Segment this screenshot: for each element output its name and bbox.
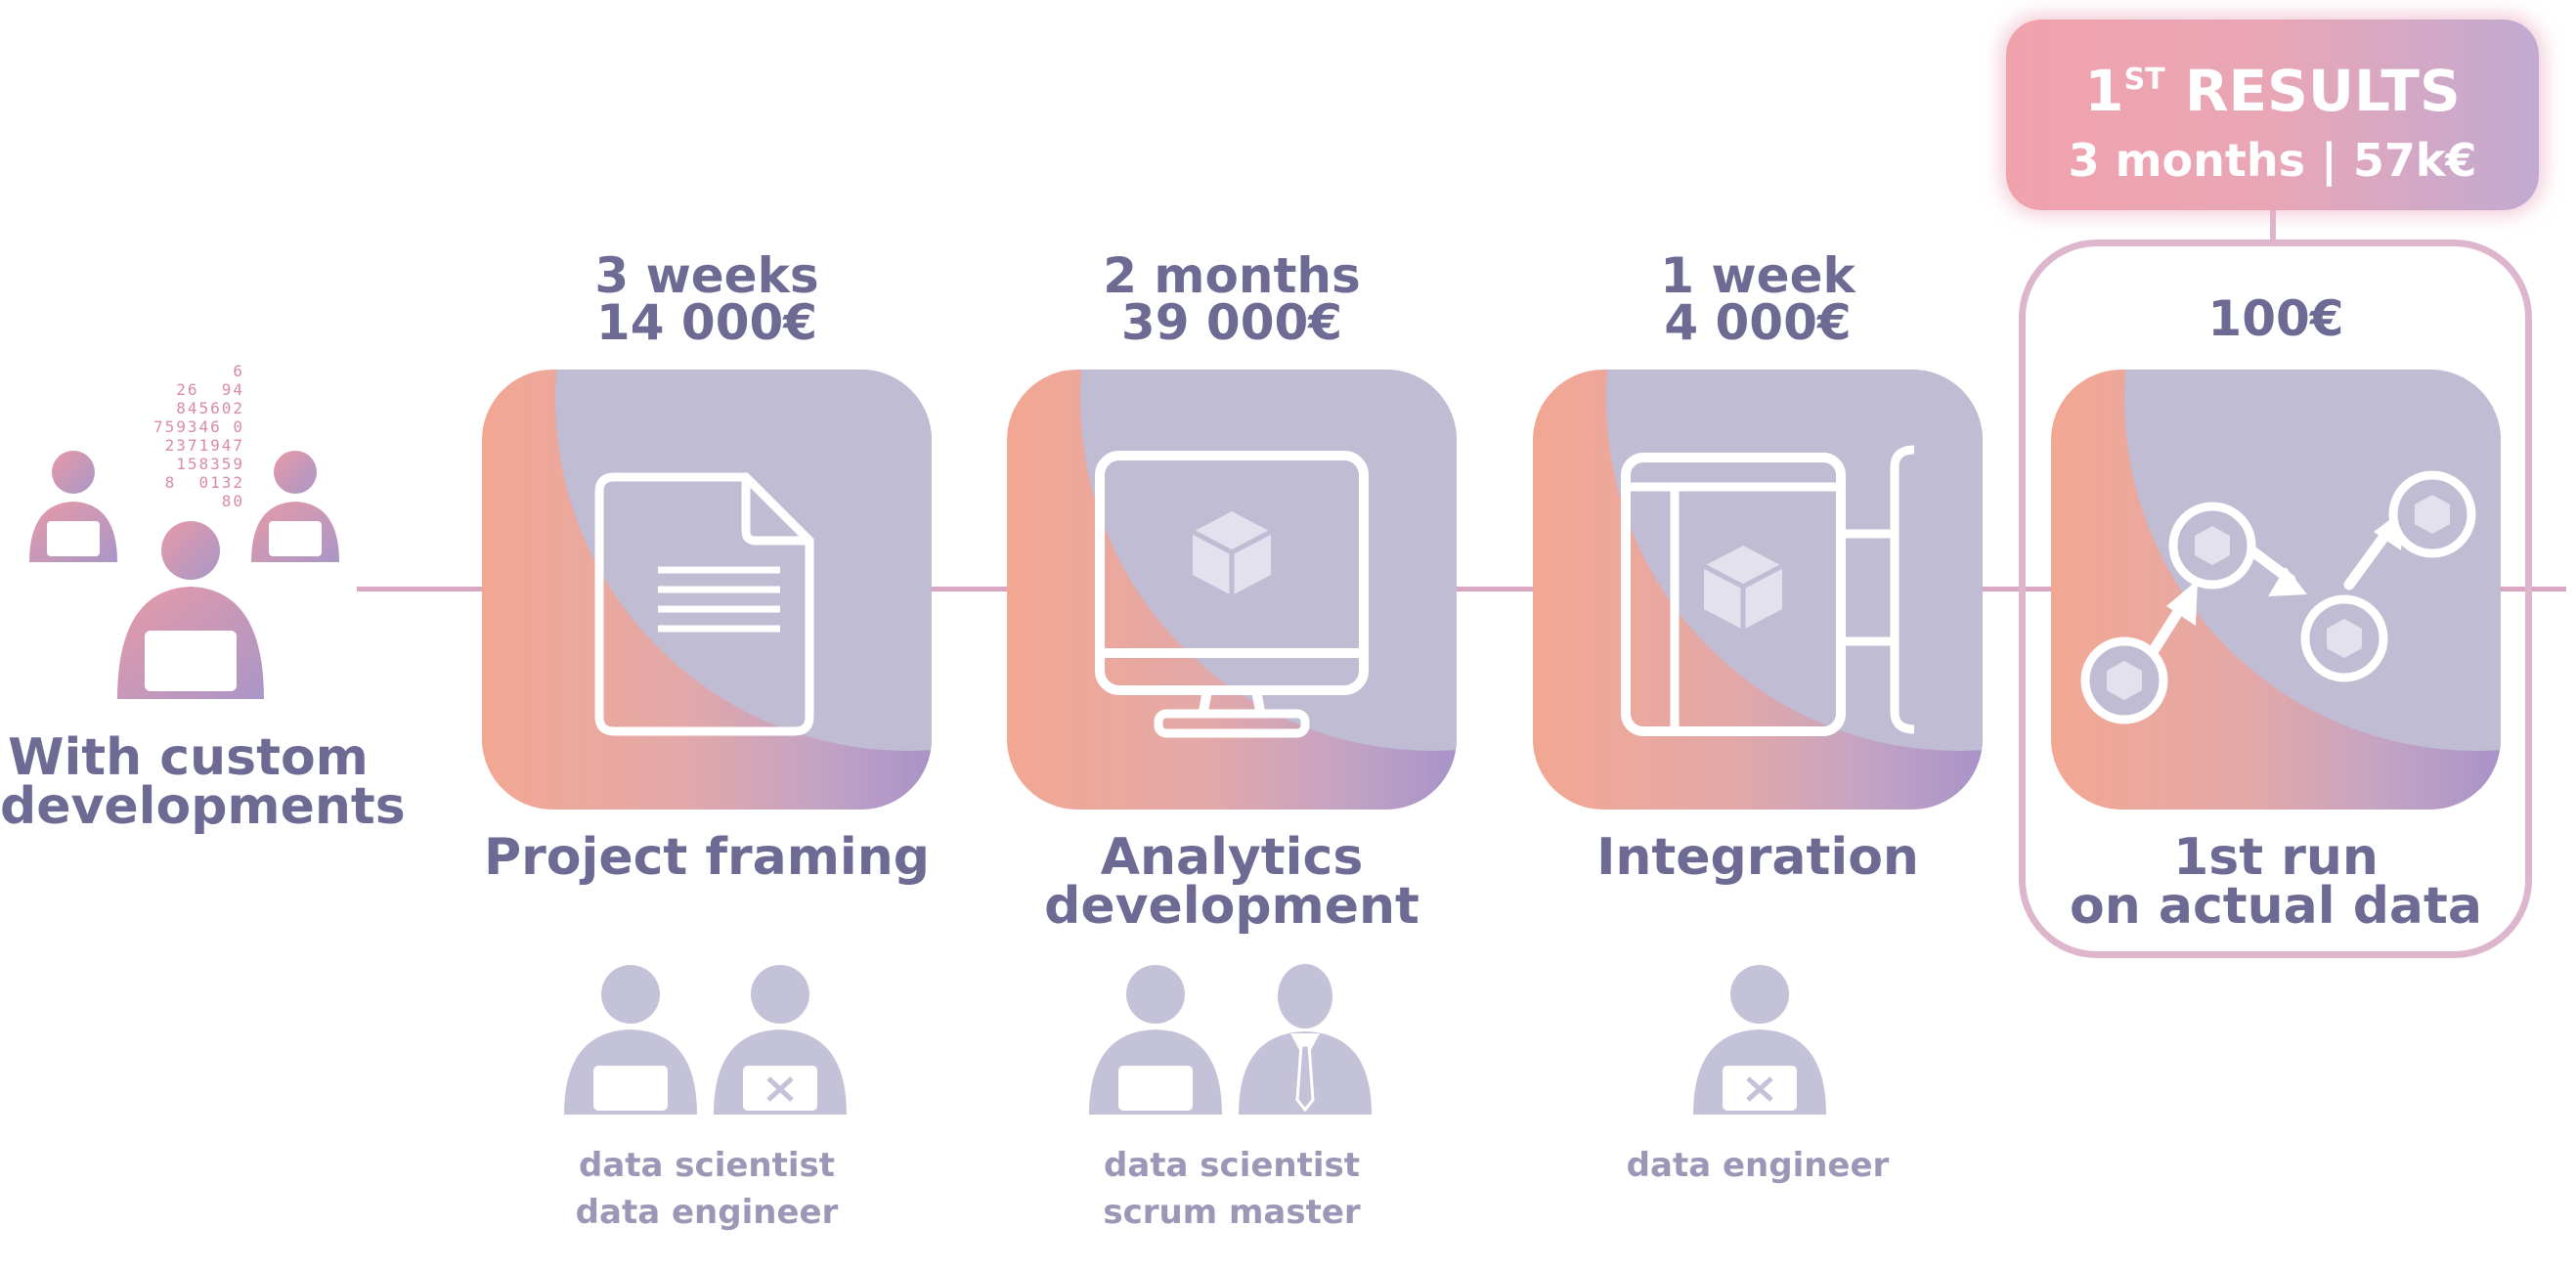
digit-row: 6 [233, 362, 244, 380]
results-connector [2270, 210, 2276, 241]
role-label: data engineer [575, 1193, 839, 1232]
stage-title-line: Project framing [484, 828, 930, 887]
stage-4-card [2051, 370, 2501, 810]
monitor-icon [1095, 451, 1369, 738]
stage-2-metric: 2 months 39 000€ [1007, 247, 1457, 351]
stage-title-line: Analytics [1100, 828, 1364, 887]
developer-group-icon [29, 451, 339, 699]
stage-1-metric: 3 weeks 14 000€ [482, 247, 932, 351]
digit-row: 845602 [176, 399, 244, 417]
stage-1-card [482, 370, 932, 810]
stage-title-line: Integration [1596, 828, 1919, 887]
stage-cost: 100€ [2207, 290, 2344, 347]
stage-2-card [1007, 370, 1457, 810]
role-label: data scientist [578, 1146, 836, 1185]
stage-4-metric: 100€ [2051, 290, 2501, 347]
digit-row: 158359 [176, 455, 244, 473]
digit-row: 2371947 [164, 436, 244, 455]
data-engineer-avatar-icon [1693, 965, 1826, 1115]
role-label: scrum master [1103, 1193, 1361, 1232]
stage-duration: 3 weeks [594, 247, 819, 304]
results-banner: 1ST RESULTS 3 months | 57k€ [2006, 20, 2539, 210]
digit-row: 759346 0 [153, 417, 244, 436]
results-frame [2019, 240, 2532, 958]
data-engineer-avatar-icon [714, 965, 847, 1115]
stage-title-line: on actual data [2070, 877, 2482, 936]
digit-row: 26 94 [176, 380, 244, 399]
digit-row: 8 0132 [164, 473, 244, 492]
role-label: data scientist [1103, 1146, 1361, 1185]
results-heading-text: RESULTS [2164, 58, 2461, 124]
stage-2-roles: data scientist scrum master [1007, 1142, 1457, 1236]
results-heading-number: 1 [2084, 58, 2124, 124]
intro-label: With custom developments [0, 728, 406, 836]
scrum-master-avatar-icon [1239, 964, 1372, 1115]
stage-duration: 1 week [1660, 247, 1856, 304]
stage-3-roles: data engineer [1533, 1142, 1983, 1189]
stage-title-line: 1st run [2173, 828, 2379, 887]
role-label: data engineer [1626, 1146, 1890, 1185]
results-heading-ordinal: ST [2123, 63, 2165, 97]
stage-1-title: Project framing [482, 828, 932, 887]
stage-cost: 4 000€ [1664, 294, 1852, 351]
growth-chart-icon [2080, 470, 2476, 724]
data-scientist-avatar-icon [564, 965, 697, 1115]
stage-3-title: Integration [1533, 828, 1983, 887]
stage-cost: 14 000€ [595, 294, 818, 351]
stage-title-line: development [1044, 877, 1419, 936]
data-digits: 6 26 94 845602 759346 0 2371947 158359 8… [127, 362, 244, 510]
intro-label-line: With custom [8, 728, 369, 787]
stage-1-roles: data scientist data engineer [482, 1142, 932, 1236]
document-icon [594, 472, 814, 736]
stage-cost: 39 000€ [1120, 294, 1343, 351]
results-subheading: 3 months | 57k€ [2068, 134, 2477, 187]
data-scientist-avatar-icon [1089, 965, 1222, 1115]
stage-3-card [1533, 370, 1983, 810]
results-heading: 1ST RESULTS [2006, 49, 2539, 122]
stage-duration: 2 months [1103, 247, 1361, 304]
stage-4-title: 1st run on actual data [2051, 828, 2501, 936]
stage-2-title: Analytics development [1007, 828, 1457, 936]
timeline-line [357, 587, 2566, 591]
book-icon [1621, 445, 1915, 736]
intro-label-line: developments [0, 777, 406, 836]
digit-row: 80 [221, 492, 244, 510]
stage-3-metric: 1 week 4 000€ [1533, 247, 1983, 351]
